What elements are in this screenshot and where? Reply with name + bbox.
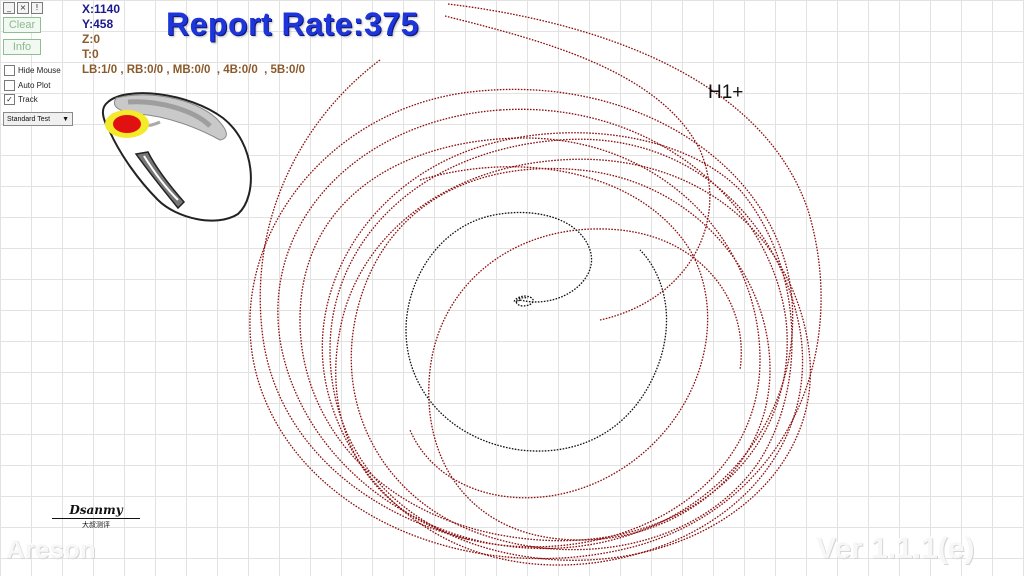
report-rate-title: Report Rate:375 bbox=[166, 6, 419, 42]
track-option[interactable]: ✓ Track bbox=[4, 94, 38, 105]
version-watermark: Ver 1.1.1(e) bbox=[816, 532, 975, 565]
logo-subtitle: 大叔测评 bbox=[52, 518, 140, 530]
x-coordinate: X:1140 bbox=[82, 2, 121, 16]
test-mode-select[interactable]: Standard Test ▼ bbox=[3, 112, 73, 126]
t-value: T:0 bbox=[82, 47, 99, 61]
test-mode-value: Standard Test bbox=[7, 116, 51, 123]
track-checkbox[interactable]: ✓ bbox=[4, 94, 15, 105]
window-controls: _ × ! bbox=[3, 2, 43, 14]
info-button[interactable]: Info bbox=[3, 39, 41, 55]
h1-annotation: H1+ bbox=[708, 82, 744, 103]
clear-button[interactable]: Clear bbox=[3, 17, 41, 33]
auto-plot-option[interactable]: Auto Plot bbox=[4, 80, 50, 91]
logo-name: Dsanmy bbox=[69, 503, 123, 517]
close-button[interactable]: × bbox=[17, 2, 29, 14]
dsanmy-logo: Dsanmy 大叔测评 bbox=[48, 503, 144, 530]
button-counters: LB:1/0 , RB:0/0 , MB:0/0 , 4B:0/0 , 5B:0… bbox=[82, 64, 306, 76]
y-coordinate: Y:458 bbox=[82, 17, 114, 31]
hide-mouse-checkbox[interactable] bbox=[4, 65, 15, 76]
minimize-button[interactable]: _ bbox=[3, 2, 15, 14]
auto-plot-label: Auto Plot bbox=[18, 81, 51, 90]
hide-mouse-label: Hide Mouse bbox=[18, 66, 61, 75]
alert-button[interactable]: ! bbox=[31, 2, 43, 14]
hide-mouse-option[interactable]: Hide Mouse bbox=[4, 65, 61, 76]
z-value: Z:0 bbox=[82, 32, 100, 46]
dropdown-arrow-icon: ▼ bbox=[62, 116, 69, 123]
track-label: Track bbox=[18, 95, 38, 104]
black-trace bbox=[405, 211, 668, 452]
auto-plot-checkbox[interactable] bbox=[4, 80, 15, 91]
red-trace bbox=[249, 3, 822, 566]
brand-watermark: Areson bbox=[6, 534, 96, 564]
mouse-icon bbox=[102, 92, 252, 222]
